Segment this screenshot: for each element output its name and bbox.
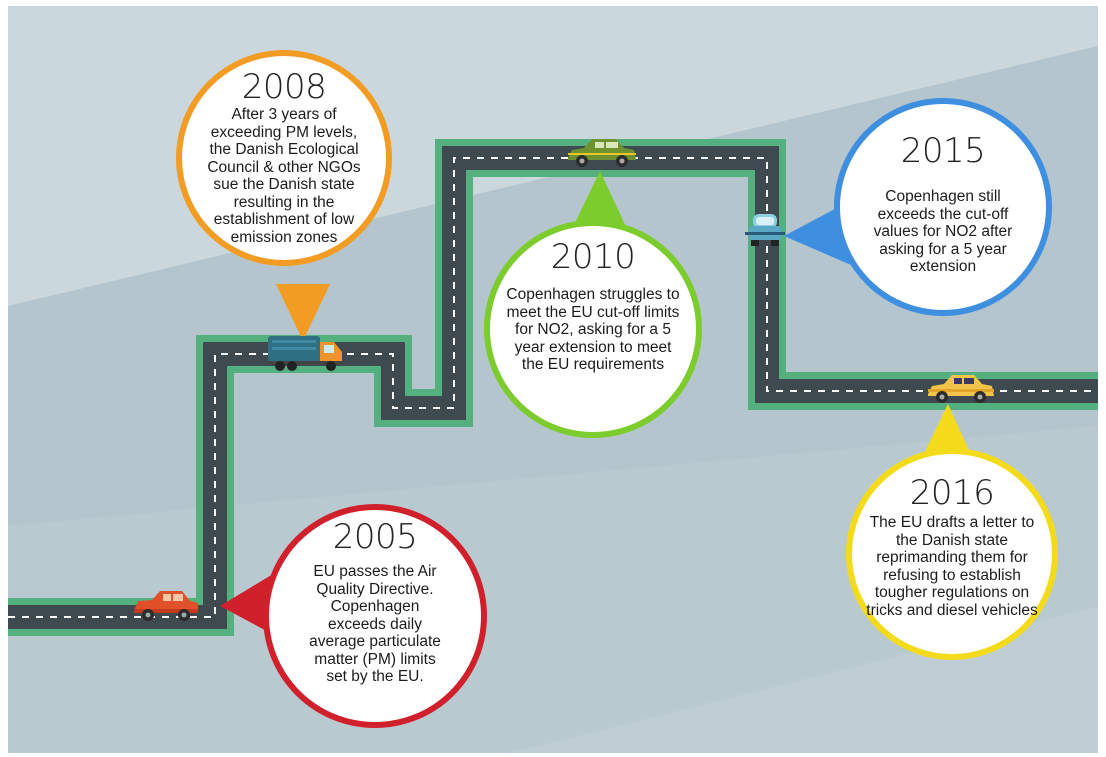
road-centre-line — [8, 157, 1098, 618]
pointer-2010 — [571, 171, 628, 231]
year-2016: 2016 — [909, 473, 995, 513]
timeline-infographic: 2005 EU passes the Air Quality Directive… — [8, 6, 1098, 753]
event-text-2015: Copenhagen still exceeds the cut-off val… — [873, 188, 1013, 275]
event-text-2010: Copenhagen struggles to meet the EU cut-… — [506, 286, 680, 373]
bubble-2016: 2016 The EU drafts a letter to the Danis… — [846, 448, 1058, 660]
year-2015: 2015 — [900, 131, 986, 171]
garbage-truck-icon — [268, 336, 342, 371]
bubble-2005: 2005 EU passes the Air Quality Directive… — [263, 504, 487, 728]
pointer-2005 — [220, 574, 276, 636]
year-2005: 2005 — [332, 517, 418, 557]
event-text-2008: After 3 years of exceeding PM levels, th… — [207, 106, 361, 246]
event-text-2016: The EU drafts a letter to the Danish sta… — [866, 514, 1038, 619]
bubble-2010: 2010 Copenhagen struggles to meet the EU… — [484, 220, 702, 438]
blue-car-icon — [745, 214, 785, 246]
taxi-icon — [928, 375, 994, 403]
green-car-icon — [568, 139, 636, 167]
bubble-2015: 2015 Copenhagen still exceeds the cut-of… — [834, 98, 1052, 316]
red-car-icon — [134, 591, 198, 621]
pointer-2008 — [276, 284, 330, 341]
bubble-2008: 2008 After 3 years of exceeding PM level… — [176, 50, 392, 266]
year-2008: 2008 — [241, 67, 327, 107]
year-2010: 2010 — [550, 237, 636, 277]
event-text-2005: EU passes the Air Quality Directive. Cop… — [309, 563, 441, 685]
